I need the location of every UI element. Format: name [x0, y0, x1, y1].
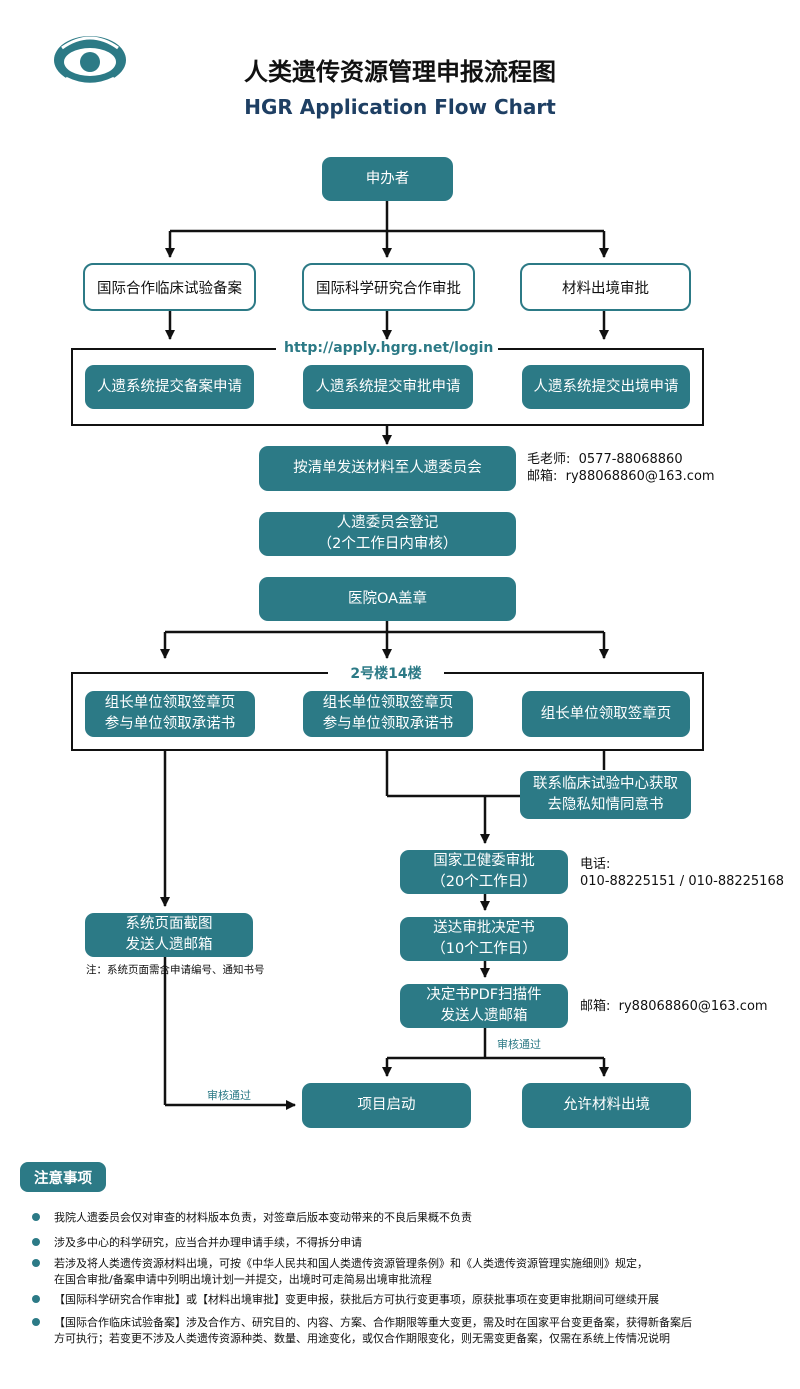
oa-seal-node: 医院OA盖章 — [259, 577, 516, 621]
notes-title: 注意事项 — [20, 1162, 106, 1192]
contact-phone-label: 电话: — [580, 857, 611, 872]
system-step-export: 人遗系统提交出境申请 — [522, 365, 690, 409]
system-url-link[interactable]: http://apply.hgrg.net/login — [276, 340, 498, 360]
sign-step-clinical: 组长单位领取签章页 参与单位领取承诺书 — [85, 691, 255, 737]
export-allowed-node: 允许材料出境 — [522, 1083, 691, 1128]
sign-step-research: 组长单位领取签章页 参与单位领取承诺书 — [303, 691, 473, 737]
approved-label-right: 审核通过 — [497, 1038, 541, 1051]
nhc-review-node: 国家卫健委审批 （20个工作日） — [400, 850, 568, 894]
bullet-icon — [32, 1259, 40, 1267]
decision-node: 送达审批决定书 （10个工作日） — [400, 917, 568, 961]
pdf-scan-node: 决定书PDF扫描件 发送人遗邮箱 — [400, 984, 568, 1028]
bullet-icon — [32, 1318, 40, 1326]
eye-logo-icon — [54, 36, 126, 86]
send-materials-node: 按清单发送材料至人遗委员会 — [259, 446, 516, 491]
contact-email-2: 邮箱: ry88068860@163.com — [580, 999, 768, 1014]
screenshot-node: 系统页面截图 发送人遗邮箱 — [85, 913, 253, 957]
page-title: 人类遗传资源管理申报流程图 — [244, 58, 556, 86]
bullet-icon — [32, 1295, 40, 1303]
screenshot-note: 注：系统页面需含申请编号、通知书号 — [86, 964, 265, 976]
committee-register-node: 人遗委员会登记 （2个工作日内审核） — [259, 512, 516, 556]
project-start-node: 项目启动 — [302, 1083, 471, 1128]
privacy-consent-node: 联系临床试验中心获取 去隐私知情同意书 — [520, 771, 691, 819]
contact-email-1: 邮箱: ry88068860@163.com — [527, 469, 715, 484]
applicant-node: 申办者 — [322, 157, 453, 201]
contact-phone: 010-88225151 / 010-88225168 — [580, 874, 784, 889]
contact-teacher: 毛老师: 0577-88068860 — [527, 452, 683, 467]
system-step-filing: 人遗系统提交备案申请 — [85, 365, 254, 409]
bullet-icon — [32, 1213, 40, 1221]
type-node-material-export: 材料出境审批 — [520, 263, 691, 311]
type-node-research-cooperation: 国际科学研究合作审批 — [302, 263, 475, 311]
approved-label-left: 审核通过 — [207, 1089, 251, 1102]
page-subtitle: HGR Application Flow Chart — [244, 95, 556, 119]
bullet-icon — [32, 1238, 40, 1246]
system-step-approval: 人遗系统提交审批申请 — [303, 365, 473, 409]
type-node-clinical-trial: 国际合作临床试验备案 — [83, 263, 256, 311]
location-label: 2号楼14楼 — [328, 663, 444, 683]
sign-step-export: 组长单位领取签章页 — [522, 691, 690, 737]
